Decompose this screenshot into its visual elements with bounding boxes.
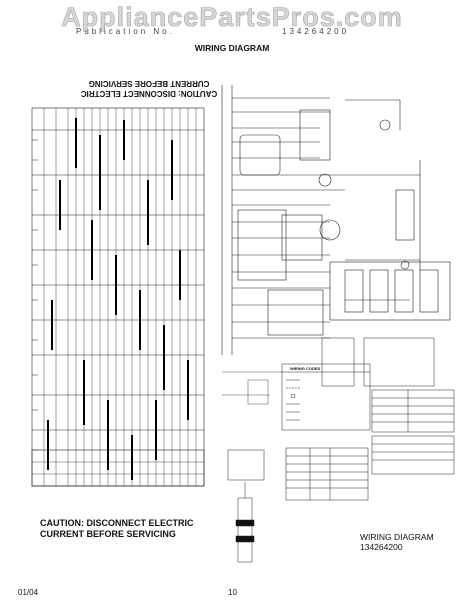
diagram-label-number: 134264200 bbox=[360, 542, 403, 552]
control-slot-1 bbox=[344, 269, 364, 313]
left-panel-box bbox=[321, 337, 355, 387]
connector-body bbox=[237, 497, 253, 563]
wiring-codes-legend bbox=[281, 363, 371, 431]
timer-chart bbox=[31, 107, 205, 487]
schematic-rungs bbox=[232, 97, 345, 339]
component-box-1 bbox=[299, 109, 331, 161]
timer-chart-bars bbox=[47, 118, 189, 480]
footer-page-number: 10 bbox=[228, 588, 237, 597]
switch-block-3 bbox=[267, 289, 324, 336]
diagram-label-title: WIRING DIAGRAM bbox=[360, 532, 434, 542]
diagram-label: WIRING DIAGRAM 134264200 bbox=[360, 532, 434, 552]
wiring-codes-title: WIRING CODES bbox=[290, 366, 321, 371]
component-box-2 bbox=[281, 214, 323, 261]
timer-chart-rows bbox=[32, 129, 204, 431]
motor-circle bbox=[319, 219, 341, 241]
watermark: AppliancePartsPros.com bbox=[61, 2, 403, 33]
pressure-switch-diagram bbox=[227, 449, 265, 563]
motor-wiring-notes bbox=[222, 371, 282, 405]
power-cord-circle bbox=[379, 119, 391, 131]
ground-terminal bbox=[400, 260, 410, 270]
control-slot-4 bbox=[419, 269, 439, 313]
timer-chart-frame bbox=[31, 107, 205, 487]
timer-legend-table bbox=[31, 449, 205, 487]
control-panel-frame bbox=[329, 261, 451, 321]
control-panel bbox=[329, 261, 451, 321]
caution-notice: CAUTION: DISCONNECT ELECTRIC CURRENT BEF… bbox=[40, 518, 194, 540]
heater-element bbox=[395, 189, 415, 241]
schematic bbox=[221, 85, 421, 355]
lower-right-panel bbox=[321, 337, 435, 387]
page-title: WIRING DIAGRAM bbox=[194, 43, 270, 53]
right-panel-box bbox=[363, 337, 435, 387]
right-side-wiring bbox=[345, 99, 421, 301]
component-circle bbox=[318, 173, 332, 187]
footer-date: 01/04 bbox=[18, 588, 39, 597]
timer-chart-columns bbox=[43, 108, 197, 486]
header-model: Publication No. bbox=[76, 27, 175, 36]
header-pub: 134264200 bbox=[282, 27, 350, 36]
switch-block-1 bbox=[239, 134, 281, 176]
temperature-switch-table bbox=[285, 447, 369, 501]
control-slot-3 bbox=[394, 269, 414, 313]
control-slot-2 bbox=[369, 269, 389, 313]
caution-line2: CURRENT BEFORE SERVICING bbox=[40, 529, 176, 539]
timer-chart-ticks bbox=[32, 139, 38, 451]
caution-line1: CAUTION: DISCONNECT ELECTRIC bbox=[40, 518, 194, 528]
speed-switch-tables bbox=[371, 389, 455, 475]
switch-block-2 bbox=[237, 209, 287, 281]
